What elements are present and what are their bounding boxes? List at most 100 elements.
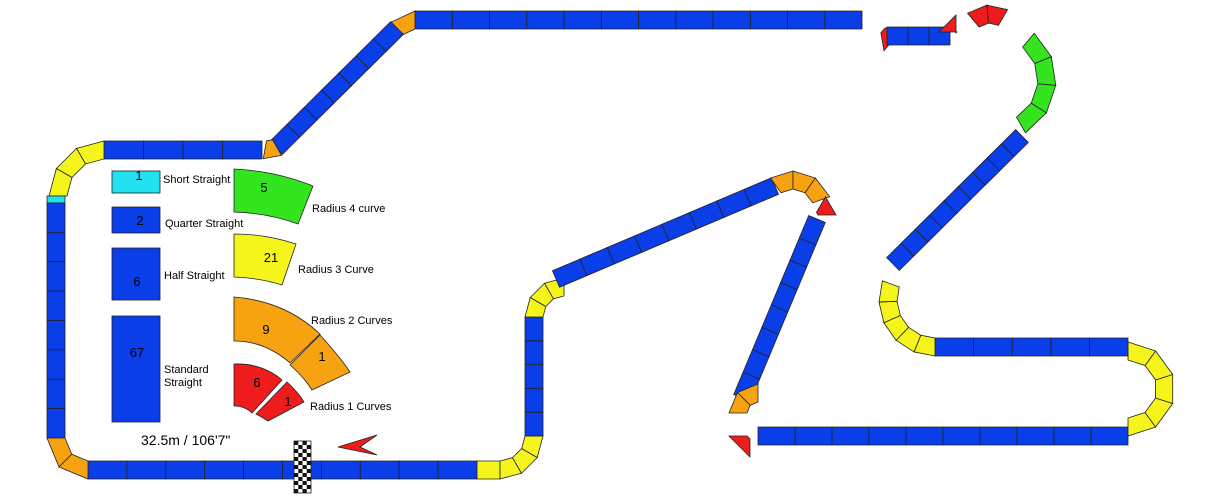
legend: 1 Short Straight 2 Quarter Straight 6 Ha… xyxy=(111,168,393,423)
legend-half-straight: 6 Half Straight xyxy=(111,247,225,301)
flag-check xyxy=(302,481,307,485)
flag-check xyxy=(302,465,307,469)
track-straight xyxy=(1090,426,1129,446)
short-straight-count: 1 xyxy=(135,168,142,183)
track-straight xyxy=(600,10,639,30)
track-straight xyxy=(1000,129,1029,158)
direction-arrow-icon xyxy=(337,434,378,456)
track-radius2 xyxy=(804,177,831,204)
track-straight xyxy=(524,411,544,437)
flag-check xyxy=(302,457,307,461)
track-straight xyxy=(359,460,400,480)
radius2-count-b: 1 xyxy=(318,349,325,364)
track-radius2 xyxy=(262,139,283,160)
track-straight xyxy=(712,10,751,30)
radius3-label: Radius 3 Curve xyxy=(298,264,374,276)
track-straight xyxy=(905,426,944,446)
track-straight xyxy=(524,340,544,366)
track-radius3 xyxy=(476,460,501,480)
track-straight xyxy=(320,460,361,480)
track-straight xyxy=(1050,337,1090,357)
track-length-label: 32.5m / 106'7" xyxy=(141,432,230,448)
legend-radius2: 9 1 Radius 2 Curves xyxy=(233,296,393,391)
flag-check xyxy=(298,469,303,473)
track-straight xyxy=(675,10,714,30)
track-straight xyxy=(934,337,974,357)
track-radius1 xyxy=(816,196,837,216)
radius1-count-b: 1 xyxy=(284,394,291,409)
flag-check xyxy=(306,469,311,473)
flag-check xyxy=(294,449,299,453)
track-short-straight xyxy=(46,195,66,204)
track-straight xyxy=(269,123,301,155)
flag-check xyxy=(294,457,299,461)
track-straight xyxy=(794,426,833,446)
standard-straight-label-2: Straight xyxy=(164,377,202,389)
flag-check xyxy=(294,465,299,469)
flag-check xyxy=(294,441,299,445)
track-straight xyxy=(222,140,263,160)
flag-check xyxy=(298,477,303,481)
flag-check xyxy=(294,489,299,493)
flag-check xyxy=(298,445,303,449)
radius1-count-a: 6 xyxy=(253,375,260,390)
track-radius1 xyxy=(966,4,989,28)
flag-check xyxy=(298,461,303,465)
standard-straight-count: 67 xyxy=(130,345,144,360)
track-straight xyxy=(1016,426,1055,446)
legend-radius4: 5 Radius 4 curve xyxy=(233,168,385,225)
track-straight xyxy=(886,26,909,46)
track-straight xyxy=(182,140,223,160)
track-straight xyxy=(638,10,677,30)
track-straight xyxy=(942,426,981,446)
track-radius1 xyxy=(728,435,751,458)
track-straight xyxy=(526,10,565,30)
track-radius3 xyxy=(878,280,900,303)
flag-check xyxy=(306,461,311,465)
track-straight xyxy=(46,202,66,233)
track-straight xyxy=(126,460,167,480)
track-straight xyxy=(46,290,66,321)
flag-check xyxy=(306,445,311,449)
track-straight xyxy=(757,426,796,446)
standard-straight-label-1: Standard xyxy=(164,364,209,376)
track-straight xyxy=(524,316,544,342)
track-straight xyxy=(243,460,283,480)
track-straight xyxy=(524,387,544,413)
track-straight xyxy=(103,140,144,160)
track-straight xyxy=(787,10,826,30)
track-straight xyxy=(451,10,490,30)
flag-check xyxy=(306,485,311,489)
quarter-straight-label: Quarter Straight xyxy=(165,218,243,230)
half-straight-label: Half Straight xyxy=(164,270,225,282)
track-straight xyxy=(1011,337,1052,357)
track-straight xyxy=(973,337,1013,357)
radius2-label: Radius 2 Curves xyxy=(311,315,393,327)
track-straight xyxy=(414,10,453,30)
track-straight xyxy=(46,231,66,263)
track-straight xyxy=(1053,426,1092,446)
track-straight xyxy=(46,261,66,292)
track-radius3 xyxy=(1127,341,1157,367)
flag-check xyxy=(294,473,299,477)
flag-check xyxy=(302,489,307,493)
flag-check xyxy=(302,441,307,445)
short-straight-label: Short Straight xyxy=(163,174,230,186)
start-finish-flag-icon xyxy=(293,440,312,494)
radius3-count: 21 xyxy=(264,250,278,265)
radius2-count-a: 9 xyxy=(262,322,269,337)
legend-quarter-straight: 2 Quarter Straight xyxy=(111,206,243,234)
track-radius2 xyxy=(736,383,759,406)
track-straight xyxy=(1089,337,1129,357)
track-radius3 xyxy=(48,167,73,197)
flag-check xyxy=(294,481,299,485)
radius4-count: 5 xyxy=(260,180,267,195)
track-straight xyxy=(46,349,66,380)
track-straight xyxy=(489,10,528,30)
track-straight xyxy=(979,426,1018,446)
track-radius2 xyxy=(58,453,89,480)
track-straight xyxy=(524,364,544,389)
track-straight xyxy=(907,26,930,46)
radius1-label: Radius 1 Curves xyxy=(310,401,392,413)
